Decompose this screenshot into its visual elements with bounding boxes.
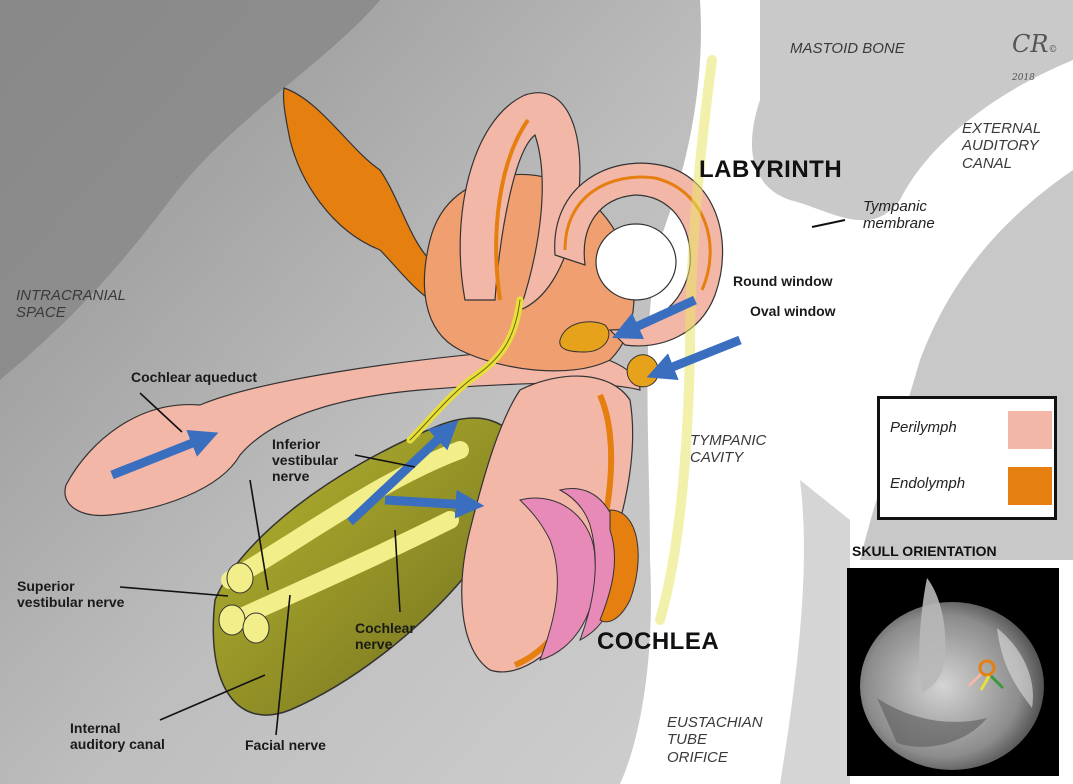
external-auditory-canal-label: EXTERNAL AUDITORY CANAL bbox=[962, 120, 1041, 172]
oval-window-shape bbox=[627, 355, 658, 387]
cochlear-aqueduct-label: Cochlear aqueduct bbox=[131, 369, 257, 385]
labyrinth-heading: LABYRINTH bbox=[699, 156, 842, 184]
skull-orientation-title: SKULL ORIENTATION bbox=[852, 543, 997, 559]
cochlea-heading: COCHLEA bbox=[597, 628, 719, 656]
legend-perilymph-swatch bbox=[1008, 411, 1052, 449]
arrow-oval-window bbox=[660, 340, 740, 372]
tympanic-membrane-pointer bbox=[812, 220, 845, 227]
skull-orientation-image bbox=[847, 568, 1059, 776]
arrow-cochlear-nerve bbox=[385, 500, 470, 505]
cochlear-nerve-label: Cochlear nerve bbox=[355, 620, 415, 652]
tympanic-membrane-label: Tympanic membrane bbox=[863, 198, 935, 233]
internal-auditory-canal-label: Internal auditory canal bbox=[70, 720, 165, 752]
legend-perilymph-label: Perilymph bbox=[890, 419, 957, 436]
eustachian-tube-orifice-label: EUSTACHIAN TUBE ORIFICE bbox=[667, 714, 763, 766]
nerve-end-2 bbox=[219, 605, 245, 635]
lower-right-bone bbox=[780, 480, 850, 784]
nerve-end-3 bbox=[243, 613, 269, 643]
artist-signature: CR© 2018 bbox=[1012, 30, 1073, 86]
legend: Perilymph Endolymph bbox=[877, 396, 1057, 520]
mastoid-bone-label: MASTOID BONE bbox=[790, 40, 905, 57]
tympanic-cavity-label: TYMPANIC CAVITY bbox=[690, 432, 766, 467]
legend-endolymph-swatch bbox=[1008, 467, 1052, 505]
superior-vestibular-nerve-label: Superior vestibular nerve bbox=[17, 578, 124, 610]
skull-render bbox=[847, 568, 1059, 776]
inferior-vestibular-nerve-label: Inferior vestibular nerve bbox=[272, 436, 338, 484]
canal-lumen bbox=[596, 224, 676, 300]
facial-nerve-label: Facial nerve bbox=[245, 737, 326, 753]
legend-endolymph-label: Endolymph bbox=[890, 475, 965, 492]
oval-window-label: Oval window bbox=[750, 303, 836, 319]
round-window-label: Round window bbox=[733, 273, 833, 289]
intracranial-space-label: INTRACRANIAL SPACE bbox=[16, 287, 126, 322]
nerve-end-1 bbox=[227, 563, 253, 593]
